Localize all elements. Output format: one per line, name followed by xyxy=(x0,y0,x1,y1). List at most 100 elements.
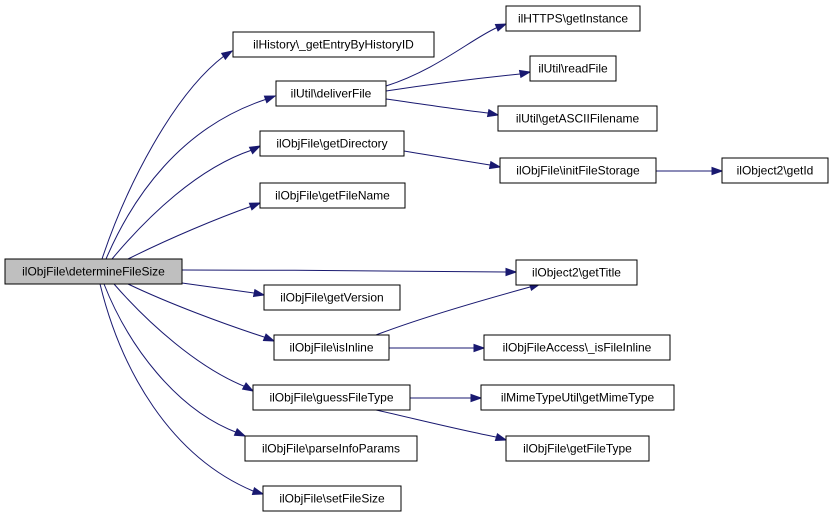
edge-line xyxy=(403,150,491,166)
node-getFileName[interactable]: ilObjFile\getFileName xyxy=(259,182,406,209)
node-label: ilObject2\getTitle xyxy=(532,266,621,280)
edge-determineFileSize-to-getTitle xyxy=(181,267,518,277)
node-determineFileSize[interactable]: ilObjFile\determineFileSize xyxy=(4,258,183,285)
node-initFileStorage[interactable]: ilObjFile\initFileStorage xyxy=(499,157,657,184)
node-guessFileType[interactable]: ilObjFile\guessFileType xyxy=(252,384,411,411)
node-label: ilObjFileAccess\_isFileInline xyxy=(503,341,652,355)
edge-determineFileSize-to-getDirectory xyxy=(111,145,262,260)
edge-determineFileSize-to-getEntryByHistoryID xyxy=(101,50,234,260)
edge-guessFileType-to-getMimeType xyxy=(410,393,483,403)
arrow-head xyxy=(494,432,508,442)
arrow-head xyxy=(518,69,532,79)
arrow-head xyxy=(233,427,247,437)
node-getASCIIFilename[interactable]: ilUtil\getASCIIFilename xyxy=(497,105,658,132)
arrow-head xyxy=(252,288,266,298)
edge-line xyxy=(375,409,497,438)
edge-line xyxy=(181,269,507,273)
node-setFileSize[interactable]: ilObjFile\setFileSize xyxy=(262,485,402,512)
edge-getDirectory-to-initFileStorage xyxy=(403,150,502,170)
node-label: ilObjFile\determineFileSize xyxy=(22,265,165,279)
edge-initFileStorage-to-getId xyxy=(655,166,724,176)
edge-line xyxy=(375,286,531,336)
node-label: ilObjFile\isInline xyxy=(289,341,373,355)
arrow-head xyxy=(241,382,255,392)
edge-line xyxy=(181,282,255,294)
node-label: ilHistory\_getEntryByHistoryID xyxy=(253,38,414,52)
edge-determineFileSize-to-guessFileType xyxy=(113,283,255,392)
node-label: ilUtil\getASCIIFilename xyxy=(516,112,640,126)
edge-deliverFile-to-getInstance xyxy=(385,23,508,87)
edge-determineFileSize-to-deliverFile xyxy=(105,95,277,260)
node-box xyxy=(505,5,641,32)
node-getMimeType[interactable]: ilMimeTypeUtil\getMimeType xyxy=(480,384,675,411)
node-getId[interactable]: ilObject2\getId xyxy=(721,157,829,184)
node-parseInfoParams[interactable]: ilObjFile\parseInfoParams xyxy=(244,435,418,462)
edge-determineFileSize-to-setFileSize xyxy=(99,283,265,496)
node-getEntryByHistoryID[interactable]: ilHistory\_getEntryByHistoryID xyxy=(232,31,435,58)
arrow-head xyxy=(263,95,277,104)
arrow-head xyxy=(220,50,234,61)
node-deliverFile[interactable]: ilUtil\deliverFile xyxy=(275,80,387,107)
node-label: ilObjFile\getFileName xyxy=(275,189,390,203)
node-getDirectory[interactable]: ilObjFile\getDirectory xyxy=(259,130,405,157)
node-box xyxy=(480,384,675,411)
node-getTitle[interactable]: ilObject2\getTitle xyxy=(515,259,638,286)
edge-isInline-to-isFileInline xyxy=(389,343,486,353)
node-isFileInline[interactable]: ilObjFileAccess\_isFileInline xyxy=(483,334,671,361)
node-box xyxy=(721,157,829,184)
arrow-head xyxy=(248,145,262,155)
edge-line xyxy=(99,283,254,492)
node-box xyxy=(275,80,387,107)
node-getFileType[interactable]: ilObjFile\getFileType xyxy=(505,435,650,462)
node-label: ilObjFile\getVersion xyxy=(280,291,383,305)
arrow-head xyxy=(470,393,483,403)
node-label: ilObjFile\setFileSize xyxy=(279,492,385,506)
edge-deliverFile-to-readFile xyxy=(385,69,532,92)
edge-deliverFile-to-getASCIIFilename xyxy=(385,98,500,118)
node-box xyxy=(262,485,402,512)
node-box xyxy=(515,259,638,286)
arrow-head xyxy=(486,108,500,118)
node-label: ilUtil\readFile xyxy=(538,62,608,76)
node-label: ilObjFile\getFileType xyxy=(523,442,632,456)
node-label: ilHTTPS\getInstance xyxy=(518,12,628,26)
edge-line xyxy=(385,73,521,92)
edge-line xyxy=(111,149,253,260)
node-box xyxy=(497,105,658,132)
node-box xyxy=(259,130,405,157)
node-box xyxy=(505,435,650,462)
edges-layer xyxy=(99,23,724,496)
edge-determineFileSize-to-parseInfoParams xyxy=(103,283,247,437)
node-box xyxy=(4,258,183,285)
node-getInstance[interactable]: ilHTTPS\getInstance xyxy=(505,5,641,32)
node-box xyxy=(244,435,418,462)
node-box xyxy=(259,182,406,209)
node-label: ilObject2\getId xyxy=(737,164,814,178)
nodes-layer: ilObjFile\determineFileSize ilHistory\_ge… xyxy=(4,5,829,512)
node-label: ilUtil\deliverFile xyxy=(291,87,372,101)
node-box xyxy=(263,284,401,311)
node-box xyxy=(252,384,411,411)
edge-guessFileType-to-getFileType xyxy=(375,409,508,442)
edge-isInline-to-getTitle xyxy=(375,282,542,336)
node-label: ilObjFile\parseInfoParams xyxy=(262,442,400,456)
node-label: ilObjFile\guessFileType xyxy=(269,391,393,405)
node-readFile[interactable]: ilUtil\readFile xyxy=(529,55,617,82)
edge-line xyxy=(385,27,497,87)
edge-line xyxy=(127,205,253,260)
arrow-head xyxy=(711,166,724,176)
arrow-head xyxy=(473,343,486,353)
edge-line xyxy=(103,283,239,434)
node-getVersion[interactable]: ilObjFile\getVersion xyxy=(263,284,401,311)
node-label: ilMimeTypeUtil\getMimeType xyxy=(501,391,655,405)
edge-determineFileSize-to-getFileName xyxy=(127,202,262,260)
arrow-head xyxy=(494,23,508,32)
node-box xyxy=(529,55,617,82)
node-box xyxy=(499,157,657,184)
edge-line xyxy=(127,283,265,338)
node-isInline[interactable]: ilObjFile\isInline xyxy=(273,334,390,361)
edge-line xyxy=(113,283,247,388)
arrow-head xyxy=(251,486,265,496)
edge-line xyxy=(105,99,265,260)
